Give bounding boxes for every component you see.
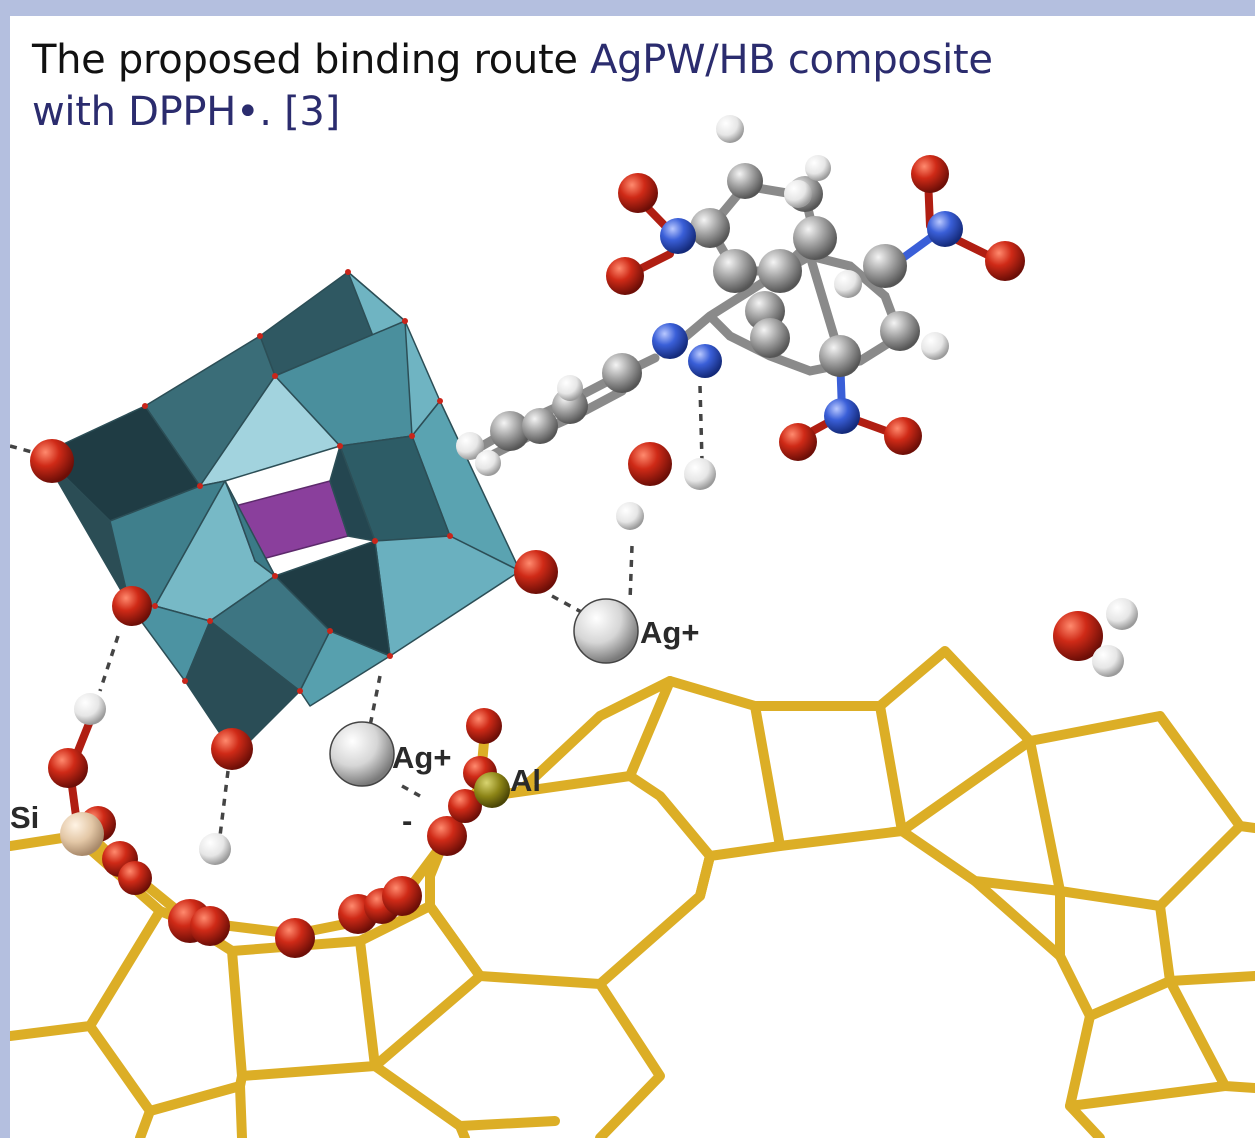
framework-ring bbox=[1025, 711, 1255, 833]
framework-ring bbox=[1065, 1011, 1105, 1138]
framework-ring bbox=[475, 971, 665, 1138]
oxygen-atom bbox=[427, 816, 467, 856]
oxygen-atom bbox=[112, 586, 152, 626]
oxygen-atom bbox=[382, 876, 422, 916]
oxygen-atom bbox=[466, 708, 502, 744]
silver-ion bbox=[573, 598, 639, 664]
framework-ring bbox=[370, 1061, 470, 1138]
framework-ring bbox=[695, 851, 715, 901]
caption-text: The proposed binding route bbox=[32, 37, 591, 83]
framework-ring bbox=[1165, 976, 1255, 1093]
framework-ring bbox=[85, 1021, 155, 1138]
silver-ion-label-upper: Ag+ bbox=[640, 615, 699, 650]
water-molecule bbox=[1053, 598, 1138, 677]
silicon-atom bbox=[60, 812, 104, 856]
surface-hydroxyls bbox=[48, 693, 231, 865]
framework-ring bbox=[1065, 1081, 1230, 1111]
silver-cations bbox=[329, 598, 639, 787]
oxygen-atom bbox=[211, 728, 253, 770]
framework-ring bbox=[10, 906, 165, 1041]
hydrogen-atom bbox=[74, 693, 106, 725]
surface-atoms bbox=[30, 439, 558, 958]
framework-ring bbox=[750, 701, 907, 851]
water-molecule bbox=[616, 442, 716, 530]
caption-highlight: AgPW/HB composite bbox=[590, 37, 993, 83]
zeolite-framework bbox=[10, 646, 1255, 1138]
framework-ring bbox=[425, 901, 485, 981]
binding-route-illustration: Ag+ Ag+ Al Si - bbox=[10, 115, 1255, 1138]
framework-ring bbox=[1055, 821, 1245, 911]
keggin-polyoxometalate-cluster bbox=[41, 271, 521, 757]
framework-ring bbox=[145, 1081, 247, 1138]
hydrogen-bond-lines bbox=[10, 385, 704, 837]
oxygen-atom bbox=[448, 789, 482, 823]
framework-ring bbox=[227, 936, 380, 1081]
framework-ring bbox=[1055, 886, 1175, 1021]
oxygen-atom bbox=[30, 439, 74, 483]
polyhedra-vertices bbox=[142, 269, 453, 694]
negative-charge-label: - bbox=[402, 803, 412, 838]
framework-ring bbox=[1155, 901, 1255, 986]
aluminum-atom bbox=[474, 772, 510, 808]
slide-caption: The proposed binding route AgPW/HB compo… bbox=[32, 34, 1032, 138]
dpph-radical-molecule bbox=[456, 115, 1025, 476]
silicon-label: Si bbox=[10, 800, 39, 835]
framework-ring bbox=[515, 676, 675, 796]
framework-ring bbox=[970, 876, 1065, 961]
hydrogen-atom bbox=[199, 833, 231, 865]
oxygen-atom bbox=[48, 748, 88, 788]
diagram-panel: Ag+ Ag+ Al Si - The proposed binding rou… bbox=[10, 16, 1255, 1138]
framework-ring bbox=[180, 916, 247, 1091]
aluminum-label: Al bbox=[510, 763, 541, 798]
silver-ion bbox=[329, 721, 395, 787]
oxygen-atom bbox=[118, 861, 152, 895]
oxygen-atom bbox=[514, 550, 558, 594]
framework-ring bbox=[455, 1116, 560, 1131]
caption-line-two: with DPPH•. [3] bbox=[32, 89, 340, 135]
framework-ring bbox=[875, 646, 1035, 836]
framework-ring bbox=[897, 736, 1065, 896]
framework-ring bbox=[485, 771, 715, 989]
framework-ring bbox=[355, 901, 485, 1071]
oxygen-atom bbox=[275, 918, 315, 958]
silver-ion-label-lower: Ag+ bbox=[392, 740, 451, 775]
oxygen-atom bbox=[190, 906, 230, 946]
